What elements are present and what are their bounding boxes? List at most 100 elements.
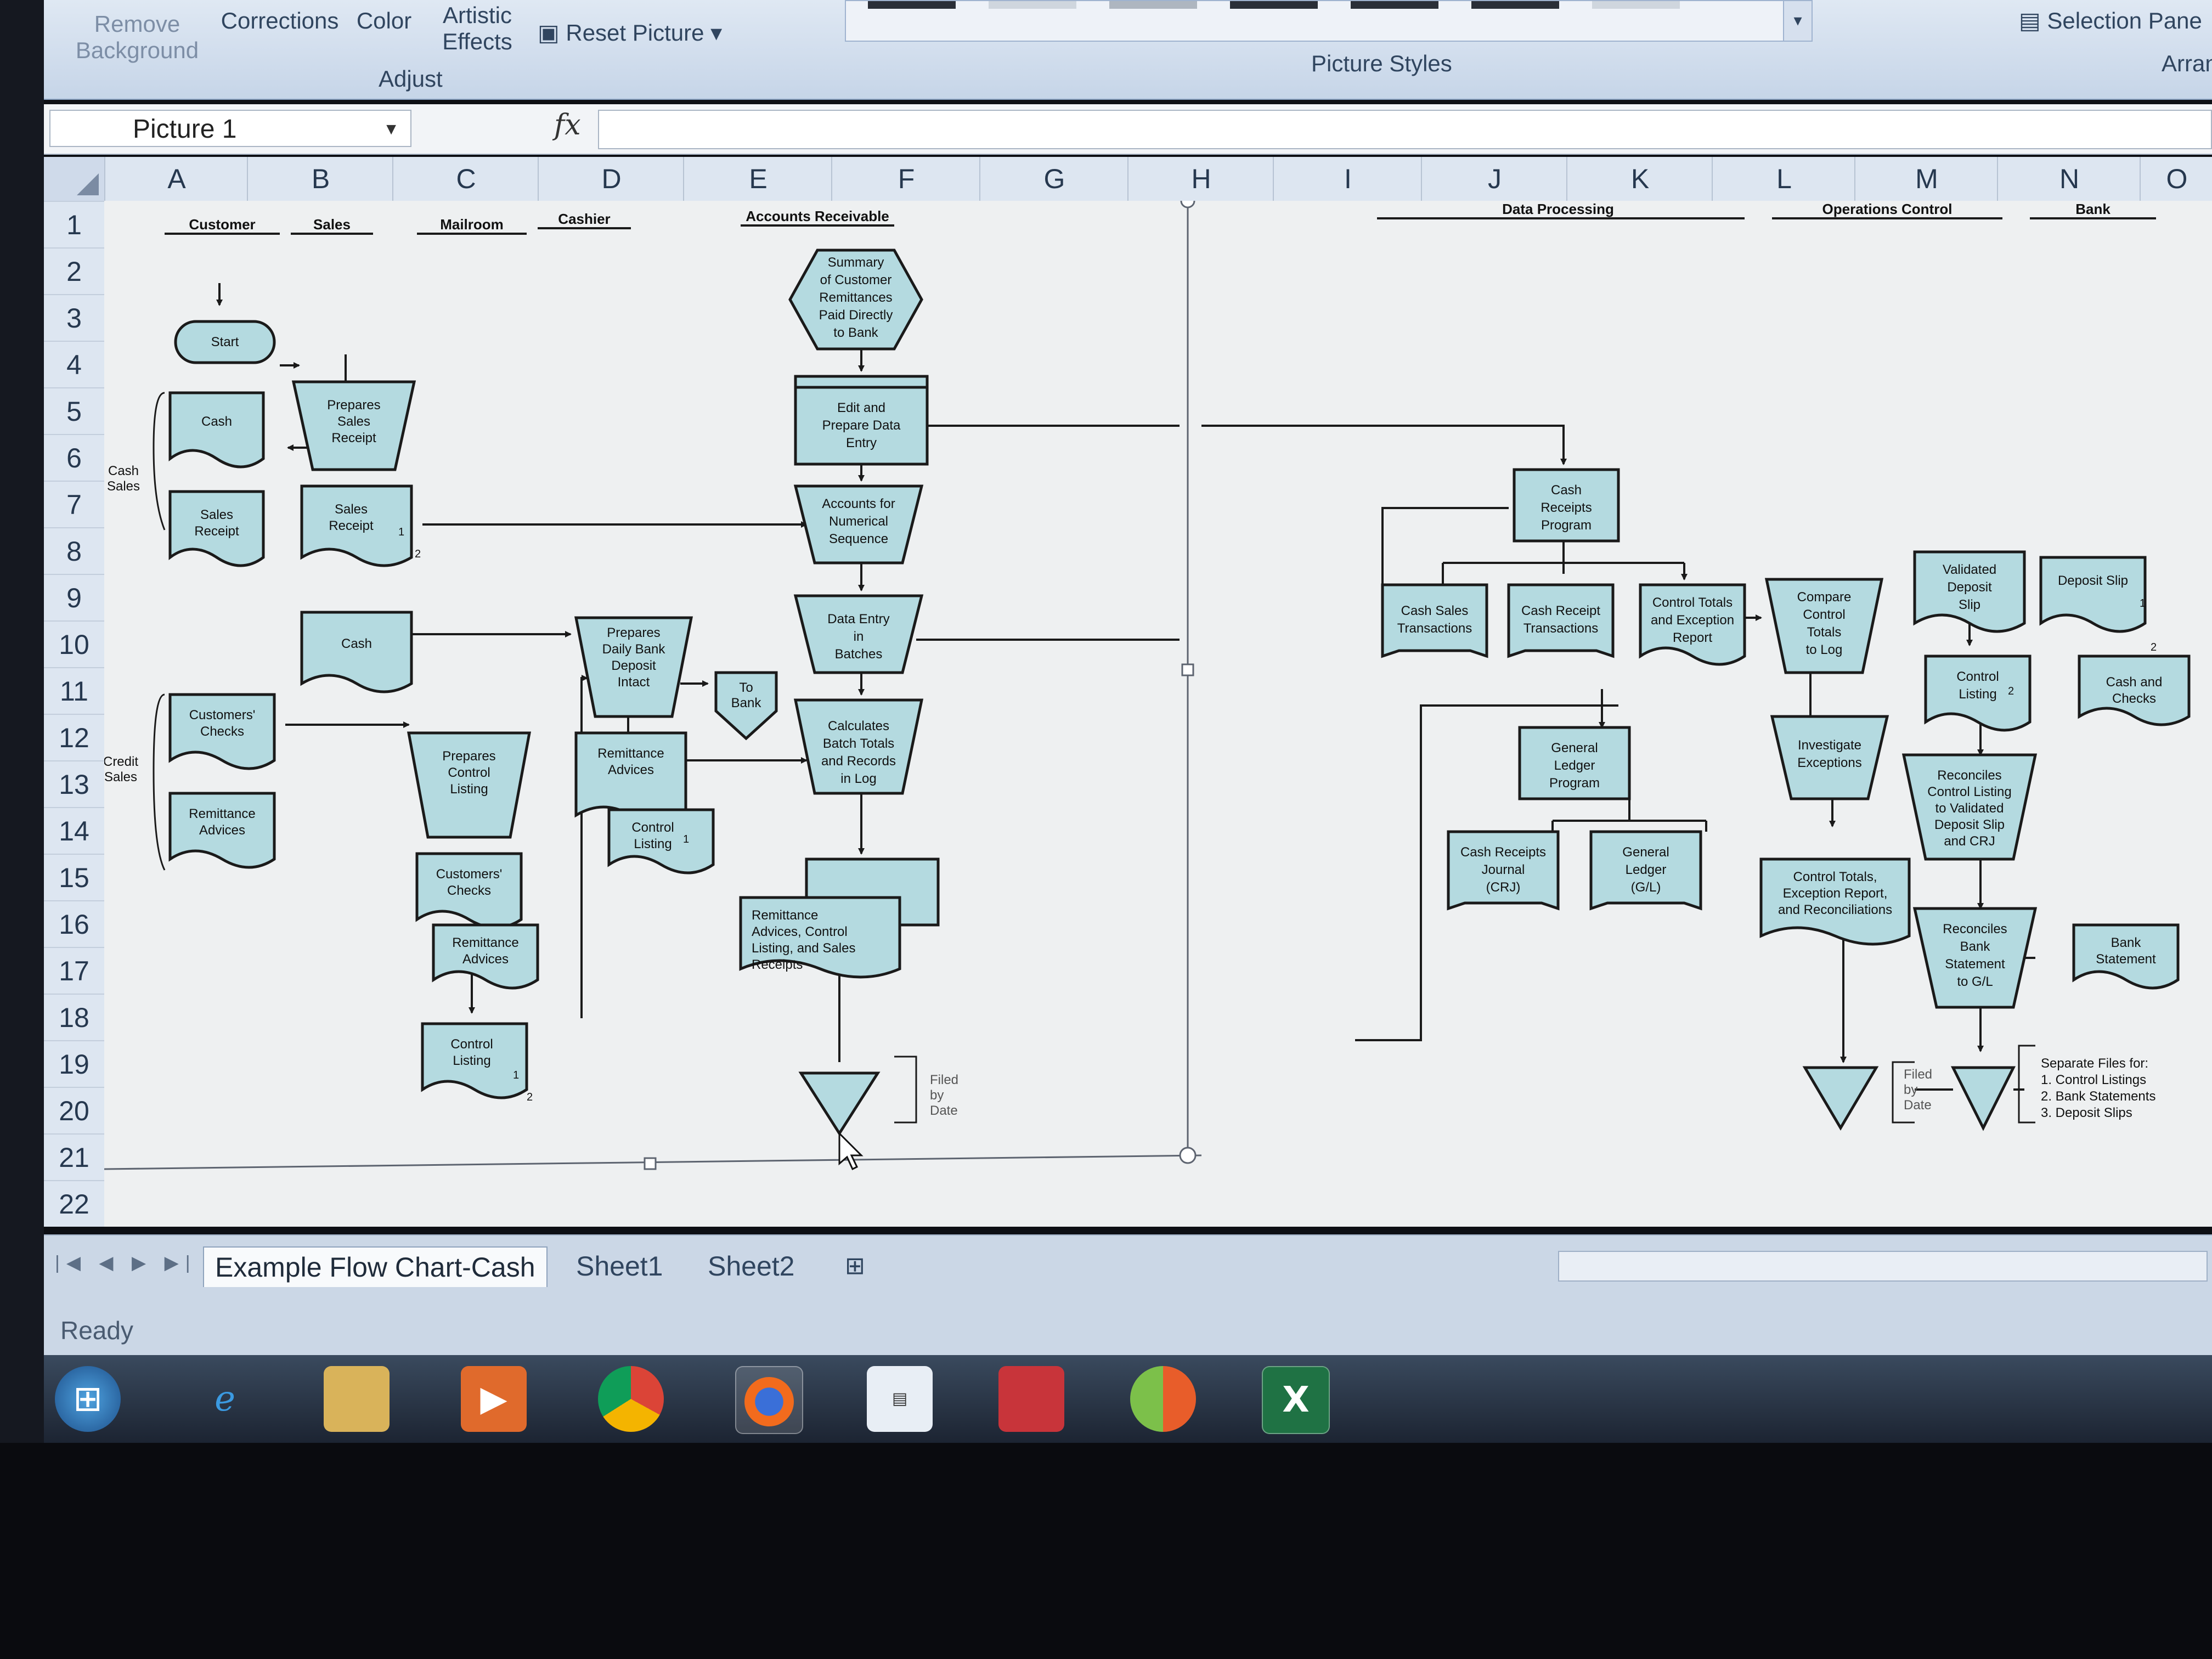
- row-header[interactable]: 17: [44, 947, 104, 995]
- row-header[interactable]: 7: [44, 481, 104, 528]
- column-header[interactable]: E: [683, 157, 832, 201]
- row-header[interactable]: 18: [44, 994, 104, 1041]
- remove-background-button[interactable]: Remove Background: [75, 11, 199, 63]
- row-header[interactable]: 4: [44, 341, 104, 388]
- column-header[interactable]: O: [2140, 157, 2212, 201]
- text-line: Investigate: [1798, 738, 1861, 753]
- row-header[interactable]: 6: [44, 434, 104, 482]
- name-box[interactable]: Picture 1▼: [49, 110, 411, 147]
- row-header[interactable]: 13: [44, 760, 104, 808]
- text-line: Prepares: [327, 398, 380, 413]
- horizontal-scrollbar[interactable]: [1558, 1251, 2208, 1282]
- column-header[interactable]: D: [538, 157, 684, 201]
- reset-picture-button[interactable]: ▣ Reset Picture ▾: [538, 20, 757, 46]
- sheet-tab[interactable]: Example Flow Chart-Cash: [203, 1246, 548, 1287]
- insert-function-icon[interactable]: fx: [554, 109, 581, 142]
- picture-styles-gallery[interactable]: ▾: [845, 0, 1813, 42]
- picture-styles-group-label: Picture Styles: [1311, 50, 1452, 76]
- tab-scroll-arrows-icon[interactable]: |◀ ◀ ▶ ▶|: [55, 1252, 197, 1273]
- row-header[interactable]: 11: [44, 667, 104, 715]
- copy-number: 2: [2008, 685, 2014, 697]
- corrections-button[interactable]: Corrections: [221, 8, 339, 33]
- media-player-icon[interactable]: ▶: [461, 1366, 527, 1432]
- sheet-tab[interactable]: Sheet2: [708, 1251, 795, 1282]
- column-header[interactable]: B: [247, 157, 393, 201]
- excel-icon[interactable]: X: [1262, 1366, 1330, 1434]
- selection-handles[interactable]: [644, 201, 1197, 1170]
- column-header[interactable]: H: [1127, 157, 1274, 201]
- row-header[interactable]: 21: [44, 1133, 104, 1181]
- row-header[interactable]: 9: [44, 574, 104, 622]
- chevron-down-icon[interactable]: ▼: [383, 120, 399, 138]
- row-header[interactable]: 1: [44, 201, 104, 249]
- column-header[interactable]: N: [1997, 157, 2141, 201]
- row-header[interactable]: 8: [44, 527, 104, 575]
- row-header[interactable]: 2: [44, 247, 104, 295]
- flowchart-picture[interactable]: Customer Sales Mailroom Cashier Accounts…: [104, 201, 2212, 1227]
- chrome-icon[interactable]: [598, 1366, 664, 1432]
- lane-header-mailroom: Mailroom: [440, 216, 504, 233]
- row-header[interactable]: 19: [44, 1040, 104, 1088]
- select-all-button[interactable]: [44, 157, 104, 201]
- text-line: Transactions: [1397, 621, 1472, 636]
- start-orb-icon[interactable]: ⊞: [55, 1366, 121, 1432]
- column-header[interactable]: F: [831, 157, 980, 201]
- resize-handle[interactable]: [1181, 663, 1194, 676]
- column-header[interactable]: G: [979, 157, 1128, 201]
- style-swatch[interactable]: [1109, 1, 1197, 9]
- row-header[interactable]: 12: [44, 714, 104, 761]
- resize-handle[interactable]: [644, 1157, 657, 1170]
- firefox-icon[interactable]: [735, 1366, 803, 1434]
- adjust-group-label: Adjust: [379, 66, 443, 92]
- row-header[interactable]: 10: [44, 620, 104, 668]
- column-header[interactable]: A: [104, 157, 248, 201]
- insert-sheet-icon[interactable]: ⊞: [845, 1252, 865, 1279]
- column-header[interactable]: C: [392, 157, 539, 201]
- selection-pane-button[interactable]: ▤ Selection Pane: [2019, 8, 2212, 34]
- formula-input[interactable]: [598, 110, 2212, 149]
- color-button[interactable]: Color: [356, 8, 412, 33]
- text-line: Remittances: [819, 290, 892, 305]
- row-header[interactable]: 16: [44, 900, 104, 948]
- dropdown-icon: ▾: [704, 20, 723, 46]
- row-header[interactable]: 14: [44, 807, 104, 855]
- column-header[interactable]: M: [1854, 157, 1998, 201]
- reconciles-bank-statement-manual-op: [1912, 907, 2038, 1009]
- general-ledger-storage: [1589, 830, 1702, 911]
- style-swatch[interactable]: [1351, 1, 1438, 9]
- style-swatch[interactable]: [989, 1, 1076, 9]
- internet-explorer-icon[interactable]: e: [215, 1379, 235, 1419]
- column-header[interactable]: L: [1712, 157, 1855, 201]
- resize-handle[interactable]: [1179, 1147, 1197, 1164]
- row-header[interactable]: 22: [44, 1180, 104, 1228]
- style-swatch[interactable]: [1471, 1, 1559, 9]
- reset-picture-icon: ▣: [538, 20, 566, 46]
- text-line: Control: [1803, 607, 1845, 622]
- style-swatch[interactable]: [1230, 1, 1318, 9]
- row-header[interactable]: 3: [44, 294, 104, 342]
- artistic-effects-button[interactable]: Artistic Effects: [442, 2, 512, 54]
- notepad-icon[interactable]: ▤: [867, 1366, 933, 1432]
- toolbox-icon[interactable]: [998, 1366, 1064, 1432]
- column-header[interactable]: K: [1566, 157, 1713, 201]
- file-explorer-icon[interactable]: [324, 1366, 390, 1432]
- style-swatch[interactable]: [868, 1, 956, 9]
- style-swatch[interactable]: [1592, 1, 1680, 9]
- row-header[interactable]: 5: [44, 387, 104, 435]
- sheet-tab[interactable]: Sheet1: [576, 1251, 663, 1282]
- resize-handle[interactable]: [1180, 201, 1195, 208]
- cash-and-checks-document: [2078, 654, 2191, 726]
- row-header[interactable]: 15: [44, 854, 104, 901]
- gallery-more-icon[interactable]: ▾: [1783, 1, 1812, 41]
- row-header[interactable]: 20: [44, 1087, 104, 1135]
- column-header[interactable]: I: [1273, 157, 1422, 201]
- column-header[interactable]: J: [1421, 157, 1567, 201]
- security-app-icon[interactable]: [1130, 1366, 1196, 1432]
